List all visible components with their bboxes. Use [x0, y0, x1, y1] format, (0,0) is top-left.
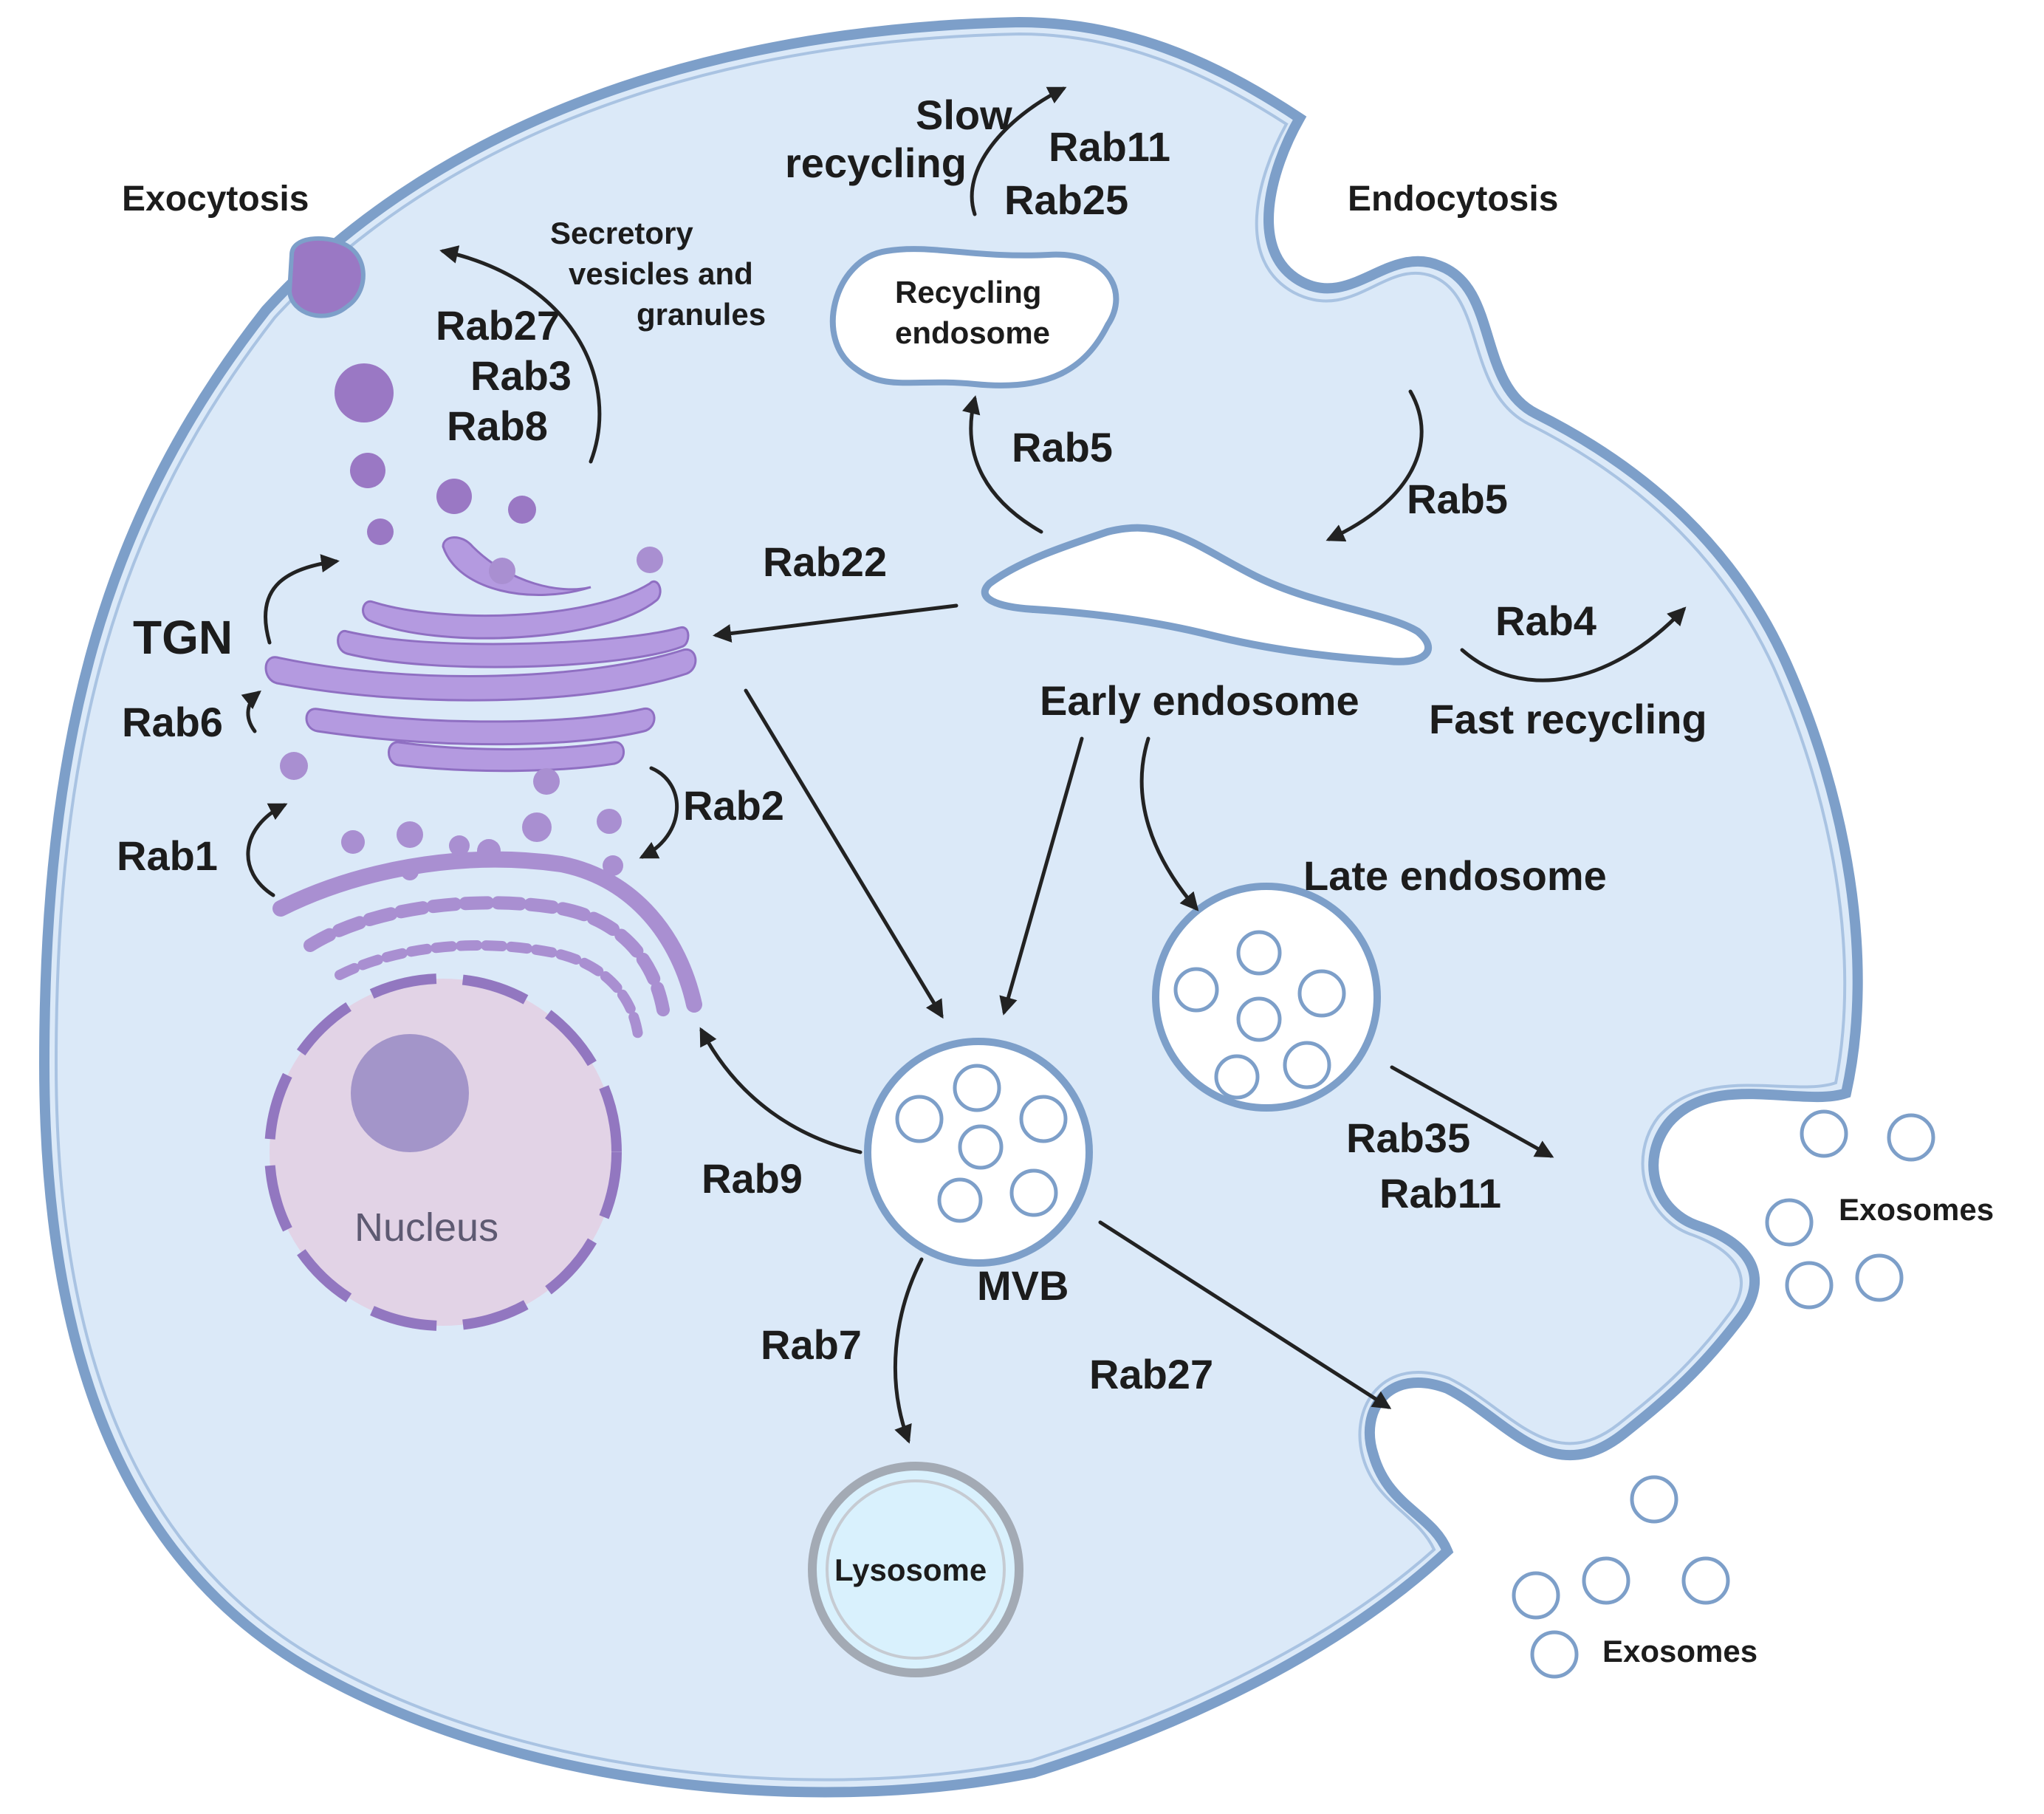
label-rab25: Rab25	[1004, 177, 1128, 223]
late-endosome	[1152, 883, 1381, 1112]
arrow-rab6	[241, 690, 261, 733]
label-rab27-bottom: Rab27	[1089, 1351, 1213, 1397]
arrow-secretory-exocytosis	[439, 245, 602, 464]
arrow-rab22	[713, 603, 958, 643]
secretory-vesicle	[335, 363, 394, 422]
label-nucleus: Nucleus	[354, 1205, 498, 1250]
arrow-golgi-to-mvb	[744, 688, 944, 1019]
arrow-rab4-fast-recycling	[1460, 606, 1687, 682]
label-tgn: TGN	[133, 611, 233, 664]
label-exosomes-right: Exosomes	[1839, 1192, 1994, 1227]
label-rab9: Rab9	[702, 1155, 803, 1202]
lysosome	[808, 1462, 1023, 1677]
arrow-early-to-late	[1139, 736, 1199, 911]
label-recycling-endosome-1: Recycling	[895, 275, 1041, 309]
label-rab11-bottom: Rab11	[1379, 1170, 1501, 1216]
exosomes-bottom	[1512, 1475, 1730, 1679]
label-rab3: Rab3	[470, 352, 572, 399]
arrow-slow-recycling	[970, 86, 1067, 216]
endoplasmic-reticulum	[272, 821, 702, 1047]
label-recycling: recycling	[785, 140, 967, 186]
label-rab4: Rab4	[1495, 598, 1597, 644]
label-rab5-left: Rab5	[1012, 424, 1113, 470]
label-secretory-1: Secretory	[550, 216, 693, 250]
arrow-rab9	[699, 1027, 862, 1154]
arrow-rab7	[893, 1257, 924, 1444]
cell-membrane-inner	[54, 32, 1847, 1782]
nucleus	[264, 973, 622, 1331]
label-slow: Slow	[916, 92, 1012, 138]
label-rab7: Rab7	[761, 1321, 862, 1368]
label-lysosome: Lysosome	[834, 1553, 987, 1587]
secretory-vesicle	[350, 453, 385, 488]
arrow-rab5-endocytosis	[1325, 389, 1424, 542]
label-endocytosis: Endocytosis	[1348, 179, 1558, 219]
secretory-vesicle	[367, 518, 394, 545]
multivesicular-body	[864, 1038, 1093, 1267]
exocytosis-fusion-vesicle	[287, 236, 366, 318]
label-secretory-3: granules	[637, 297, 766, 332]
label-rab6: Rab6	[122, 699, 223, 745]
label-rab5-right: Rab5	[1407, 476, 1508, 522]
arrow-rab5-to-recycling	[962, 395, 1043, 534]
nucleolus	[351, 1034, 469, 1152]
golgi-apparatus	[264, 536, 697, 842]
recycling-endosome	[829, 246, 1119, 389]
secretory-vesicle	[436, 479, 472, 514]
label-rab35: Rab35	[1346, 1115, 1470, 1161]
arrow-rab1	[246, 803, 288, 897]
exosomes-right	[1765, 1109, 1935, 1310]
arrow-early-to-mvb	[999, 736, 1084, 1016]
label-secretory-2: vesicles and	[569, 256, 753, 291]
secretory-vesicle	[508, 496, 536, 524]
label-exosomes-bottom: Exosomes	[1602, 1634, 1757, 1668]
label-rab11-top: Rab11	[1049, 123, 1170, 170]
arrow-tgn	[264, 554, 340, 645]
pathway-arrows	[241, 86, 1687, 1444]
label-recycling-endosome-2: endosome	[895, 315, 1050, 350]
label-fast-recycling: Fast recycling	[1429, 696, 1707, 742]
label-rab27-top: Rab27	[436, 302, 560, 349]
label-rab22: Rab22	[763, 538, 887, 585]
label-late-endosome: Late endosome	[1303, 852, 1607, 899]
label-early-endosome: Early endosome	[1040, 677, 1359, 724]
early-endosome	[981, 524, 1432, 665]
label-mvb: MVB	[977, 1262, 1069, 1309]
arrow-rab2	[639, 766, 679, 859]
arrow-late-to-exosomes	[1390, 1065, 1554, 1158]
cell-membrane	[38, 16, 1863, 1798]
label-rab2: Rab2	[683, 782, 784, 829]
label-rab1: Rab1	[117, 832, 218, 879]
label-rab8: Rab8	[447, 403, 548, 449]
label-exocytosis: Exocytosis	[122, 179, 309, 219]
arrow-mvb-to-exosomes	[1098, 1220, 1392, 1409]
